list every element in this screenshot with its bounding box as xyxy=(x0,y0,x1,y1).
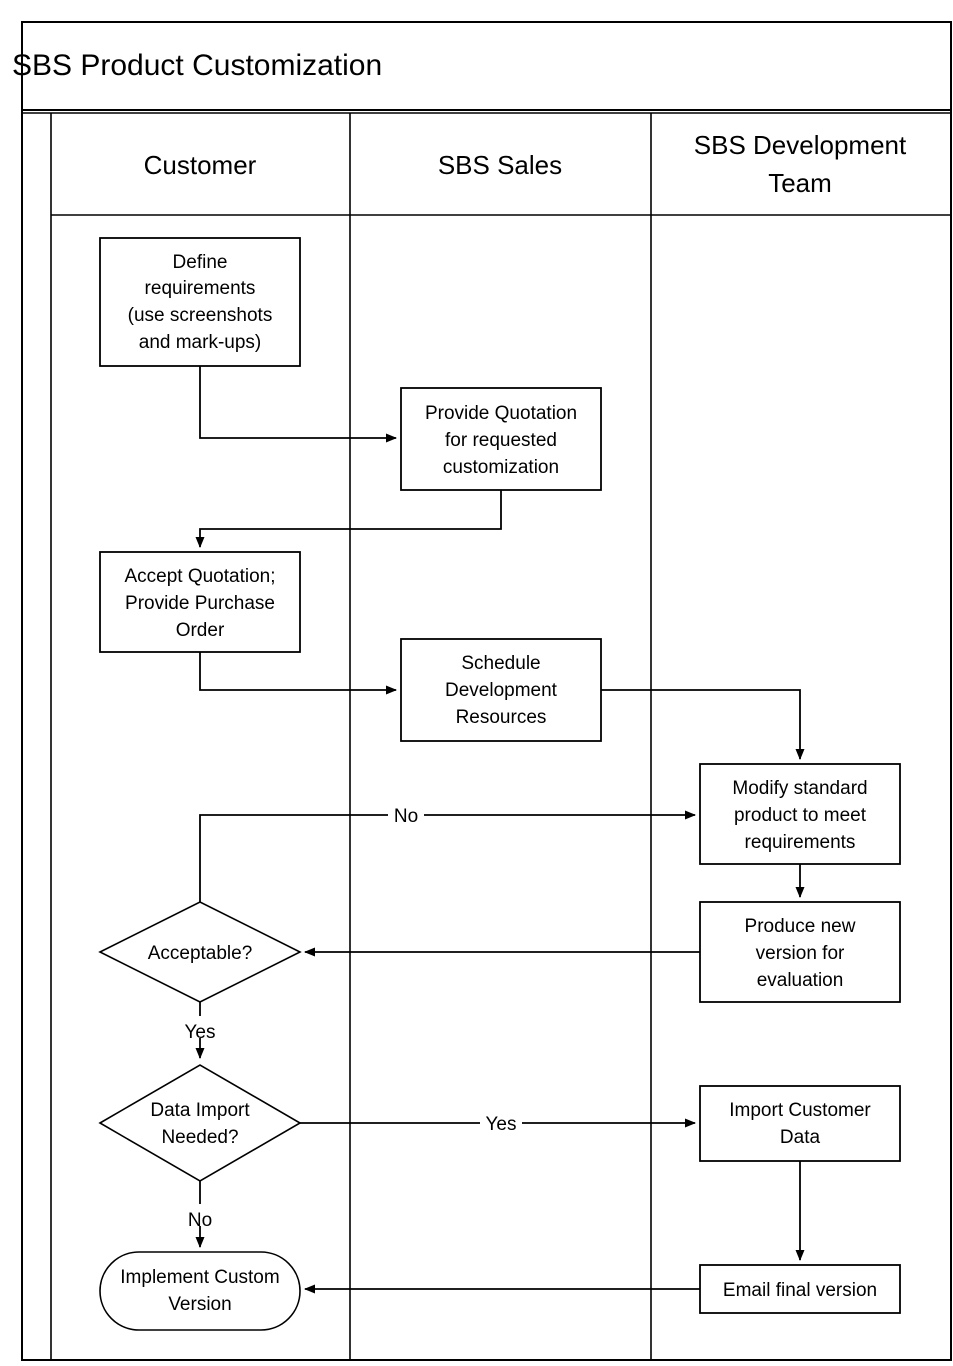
node-data-import-decision-line-2: Needed? xyxy=(161,1127,238,1148)
node-define-requirements-line-4: and mark-ups) xyxy=(139,332,262,353)
node-produce-new-version-box[interactable] xyxy=(699,901,901,1003)
node-accept-quotation-line-2: Provide Purchase xyxy=(125,593,275,614)
node-modify-standard-product-line-3: requirements xyxy=(745,832,856,853)
node-accept-quotation-box[interactable] xyxy=(99,551,301,653)
node-implement-custom-version-line-2: Version xyxy=(168,1294,231,1315)
node-email-final-version[interactable]: Email final version xyxy=(699,1264,901,1314)
node-implement-custom-version-line-1: Implement Custom xyxy=(120,1267,279,1288)
node-accept-quotation[interactable]: Accept Quotation; Provide Purchase Order xyxy=(99,551,301,653)
node-modify-standard-product[interactable]: Modify standard product to meet requirem… xyxy=(699,763,901,865)
node-produce-new-version-line-3: evaluation xyxy=(757,970,844,991)
node-produce-new-version-line-2: version for xyxy=(756,943,845,964)
node-provide-quotation-line-1: Provide Quotation xyxy=(425,403,577,424)
edge-label-data-import-yes: Yes xyxy=(486,1114,517,1135)
edge-define-to-quotation xyxy=(199,366,397,443)
node-schedule-development[interactable]: Schedule Development Resources xyxy=(400,638,602,742)
node-schedule-development-line-3: Resources xyxy=(456,707,547,728)
edge-label-data-import-no: No xyxy=(188,1210,212,1231)
node-import-customer-data[interactable]: Import Customer Data xyxy=(699,1085,901,1162)
edge-label-backdrop-data-import-no xyxy=(180,1204,220,1226)
edge-label-backdrop-data-import-yes xyxy=(480,1108,522,1130)
node-acceptable-decision[interactable]: Acceptable? xyxy=(98,901,302,1003)
lane-header-sbs-dev-line-2: Team xyxy=(768,168,832,198)
node-provide-quotation[interactable]: Provide Quotation for requested customiz… xyxy=(400,387,602,491)
edge-label-acceptable-yes: Yes xyxy=(185,1022,216,1043)
node-modify-standard-product-box[interactable] xyxy=(699,763,901,865)
lane-header-sbs-sales: SBS Sales xyxy=(438,150,562,180)
node-acceptable-decision-label: Acceptable? xyxy=(148,943,253,964)
node-accept-quotation-line-3: Order xyxy=(176,620,225,641)
node-define-requirements[interactable]: Define requirements (use screenshots and… xyxy=(99,237,301,367)
edge-label-acceptable-no-text: No xyxy=(394,806,418,827)
node-import-customer-data-box[interactable] xyxy=(699,1085,901,1162)
node-modify-standard-product-line-2: product to meet xyxy=(734,805,867,826)
edge-label-backdrop-acceptable-yes xyxy=(178,1016,224,1038)
node-import-customer-data-line-1: Import Customer xyxy=(729,1100,871,1121)
page-title: SBS Product Customization xyxy=(12,49,382,82)
lane-header-sbs-dev-line-1: SBS Development xyxy=(694,130,907,160)
edge-acceptable-no-to-modify xyxy=(199,810,696,915)
node-email-final-version-box[interactable] xyxy=(699,1264,901,1314)
edge-accept-to-schedule xyxy=(199,652,397,695)
node-implement-custom-version[interactable]: Implement Custom Version xyxy=(99,1251,301,1331)
node-email-final-version-label: Email final version xyxy=(723,1280,877,1301)
node-provide-quotation-line-3: customization xyxy=(443,457,559,478)
node-schedule-development-line-2: Development xyxy=(445,680,558,701)
diagram-outer-frame xyxy=(21,21,952,1361)
lane-header-customer: Customer xyxy=(144,150,257,180)
node-implement-custom-version-pill[interactable] xyxy=(99,1251,301,1331)
node-define-requirements-box[interactable] xyxy=(99,237,301,367)
node-produce-new-version-line-1: Produce new xyxy=(745,916,856,937)
node-produce-new-version[interactable]: Produce new version for evaluation xyxy=(699,901,901,1003)
node-define-requirements-line-3: (use screenshots xyxy=(128,305,273,326)
node-data-import-decision-line-1: Data Import xyxy=(150,1100,250,1121)
edge-quotation-to-accept xyxy=(195,490,502,548)
node-accept-quotation-line-1: Accept Quotation; xyxy=(124,566,275,587)
edge-label-backdrop-acceptable-no xyxy=(388,806,424,825)
node-data-import-decision-diamond[interactable] xyxy=(98,1064,302,1182)
node-import-customer-data-line-2: Data xyxy=(780,1127,821,1148)
node-provide-quotation-box[interactable] xyxy=(400,387,602,491)
lane-header-sbs-development-team: SBS Development Team xyxy=(694,130,907,198)
node-modify-standard-product-line-1: Modify standard xyxy=(732,778,867,799)
node-schedule-development-line-1: Schedule xyxy=(461,653,540,674)
node-provide-quotation-line-2: for requested xyxy=(445,430,557,451)
node-data-import-decision[interactable]: Data Import Needed? xyxy=(98,1064,302,1182)
node-schedule-development-box[interactable] xyxy=(400,638,602,742)
node-acceptable-decision-diamond[interactable] xyxy=(98,901,302,1003)
node-define-requirements-line-1: Define xyxy=(173,252,228,273)
edge-schedule-to-modify xyxy=(601,689,805,760)
node-define-requirements-line-2: requirements xyxy=(145,278,256,299)
